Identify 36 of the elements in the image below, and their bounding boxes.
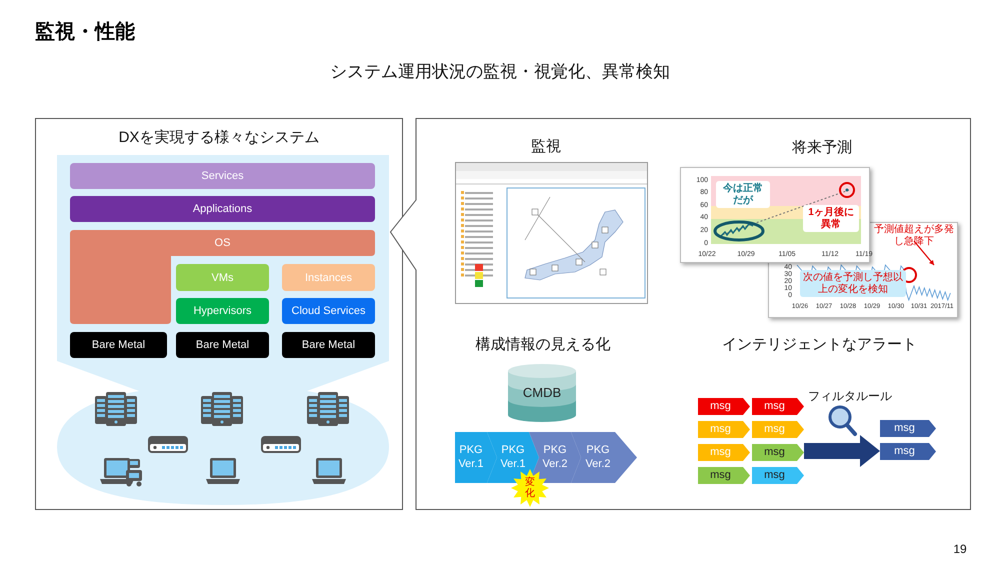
layer-block: Bare Metal (70, 332, 167, 358)
section-heading: 構成情報の見える化 (474, 336, 612, 354)
system-panel (35, 118, 403, 510)
page-title: 監視・性能 (35, 20, 135, 45)
starburst: 変化 (511, 469, 549, 507)
block-arrow (804, 435, 880, 467)
message-tag: msg (752, 467, 804, 484)
layer-block: Bare Metal (282, 332, 375, 358)
message-tag: msg (698, 398, 750, 415)
layer-block: Bare Metal (176, 332, 269, 358)
subtitle: システム運用状況の監視・視覚化、異常検知 (329, 62, 671, 82)
message-tag: msg (698, 421, 750, 438)
layer-block: Hypervisors (176, 298, 269, 324)
annotation-text: 予測値超えが多発し急降下 (873, 224, 955, 247)
section-heading: 監視 (530, 138, 562, 156)
layer-block: VMs (176, 264, 269, 291)
message-tag: msg (698, 467, 750, 484)
message-tag: msg (880, 443, 936, 460)
chevron-step: PKG Ver.2 (571, 432, 637, 483)
layer-block: Instances (282, 264, 375, 291)
callout-text: 今は正常だが (716, 181, 770, 208)
callout-text: 1ヶ月後に異常 (803, 205, 859, 232)
message-tag: msg (880, 420, 936, 437)
panel-heading: DXを実現する様々なシステム (118, 128, 320, 147)
section-heading: インテリジェントなアラート (722, 336, 917, 354)
layer-block: Services (70, 163, 375, 189)
layer-block: Cloud Services (282, 298, 375, 324)
message-tag: msg (752, 421, 804, 438)
message-tag: msg (752, 444, 804, 461)
chevron-step: PKG Ver.1 (455, 432, 497, 483)
page-number: 19 (952, 543, 968, 557)
section-heading: 将来予測 (791, 139, 853, 156)
message-tag: msg (698, 444, 750, 461)
layer-block: Applications (70, 196, 375, 222)
callout-text: 次の値を予測し予想以上の変化を検知 (800, 270, 906, 297)
message-tag: msg (752, 398, 804, 415)
